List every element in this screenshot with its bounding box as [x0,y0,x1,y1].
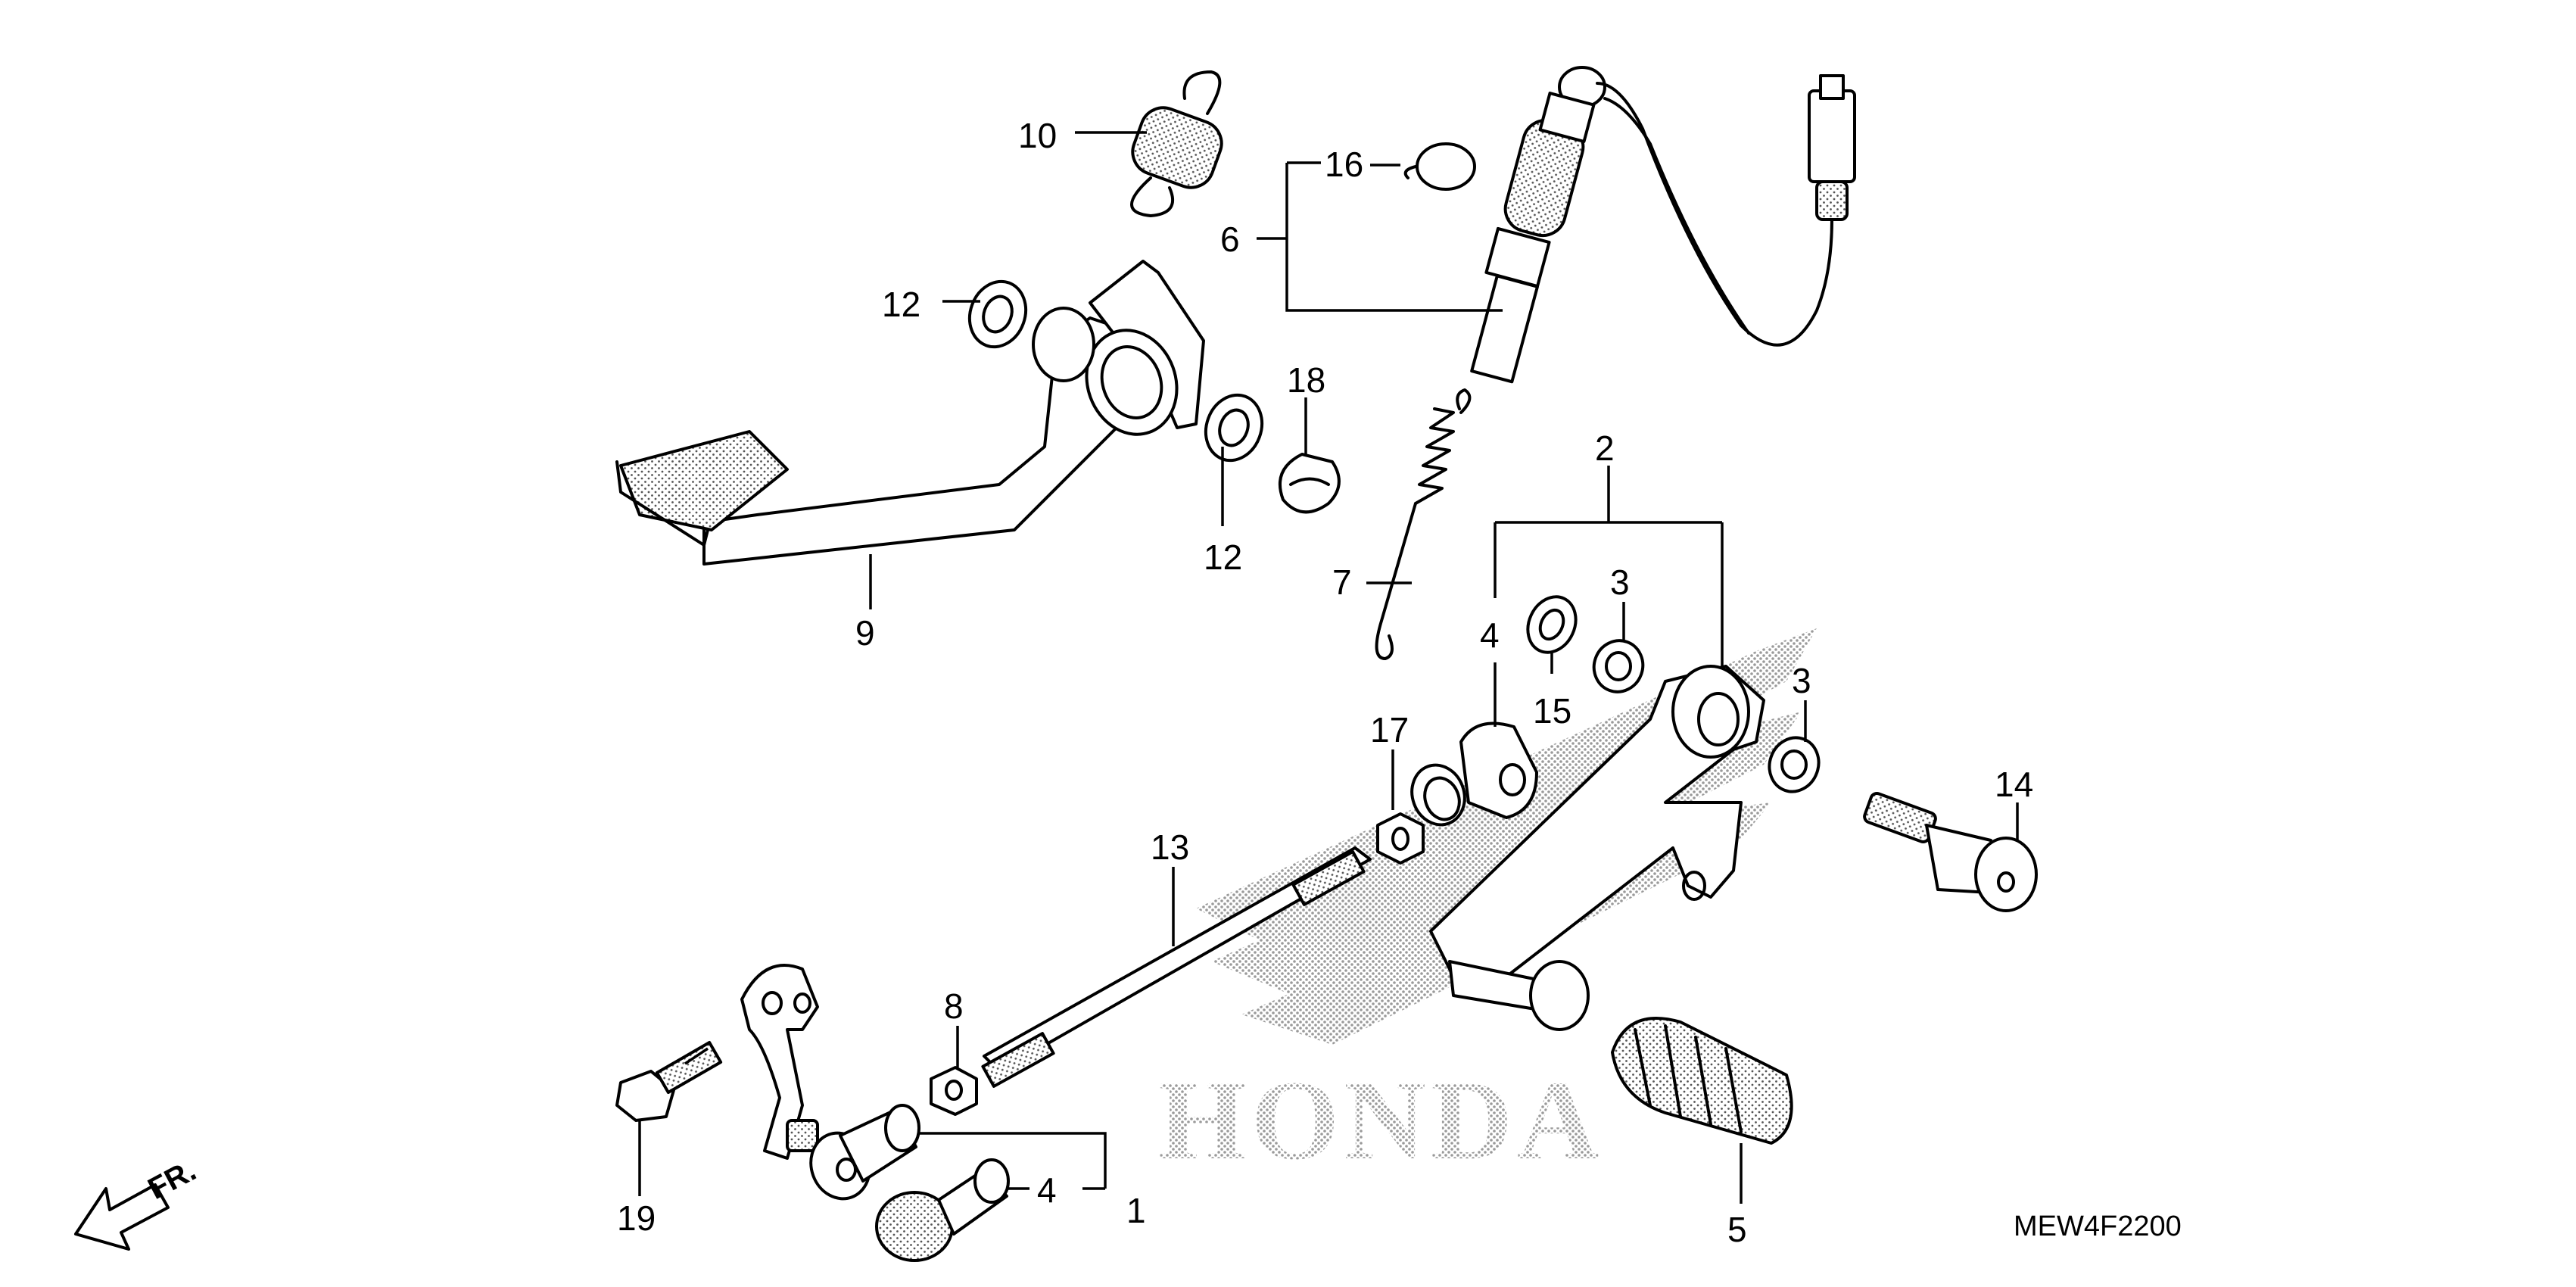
callout-15: 15 [1533,691,1571,731]
gearshift-pedal-assembly [1429,665,1765,1031]
callout-4-upper: 4 [1480,615,1500,655]
callout-10: 10 [1018,116,1057,155]
callout-5: 5 [1727,1210,1747,1249]
callout-14: 14 [1995,765,2033,804]
switch-spring [1375,388,1472,660]
callout-7: 7 [1332,562,1352,602]
callout-17: 17 [1370,710,1409,749]
clip [1279,453,1341,514]
washer-upper [967,279,1028,349]
callout-8: 8 [944,986,964,1026]
flange-bolt [615,1041,723,1122]
bearing-right [1768,736,1821,793]
callout-13: 13 [1151,827,1189,867]
stop-switch [1470,66,1856,384]
brake-pedal [615,260,1205,566]
callout-numbers: 10 12 9 12 18 6 16 7 2 4 3 15 3 17 14 13… [617,116,2033,1249]
callout-18: 18 [1287,360,1325,400]
shift-rod [981,846,1372,1088]
callout-16: 16 [1325,145,1363,184]
callout-19: 19 [617,1198,656,1238]
pedal-rubber [1611,1017,1793,1145]
washer-15 [1526,595,1578,654]
callout-2: 2 [1595,428,1615,468]
callout-1: 1 [1126,1191,1146,1230]
bearing-upper [1592,639,1645,693]
callout-6: 6 [1220,220,1240,259]
nut-17 [1376,812,1425,865]
callout-3-upper: 3 [1610,562,1630,602]
front-direction-indicator: FR. [74,1154,201,1251]
return-spring [1130,70,1223,217]
nut-8 [930,1066,978,1116]
callout-12-lower: 12 [1204,538,1242,577]
callout-3-right: 3 [1792,661,1811,700]
leader-lines [638,131,2019,1204]
pivot-bolt [1863,792,2038,912]
gearshift-arm [740,964,920,1201]
callout-12-upper: 12 [882,285,920,324]
callout-4-lower: 4 [1037,1170,1057,1210]
joint-lower [875,1158,1010,1262]
watermark-text: HONDA [1158,1058,1603,1183]
callout-9: 9 [855,613,875,653]
washer-lower [1204,393,1264,463]
diagram-code: MEW4F2200 [2014,1211,2182,1242]
split-ring [1403,142,1476,191]
joint-rod-end [1410,721,1538,827]
